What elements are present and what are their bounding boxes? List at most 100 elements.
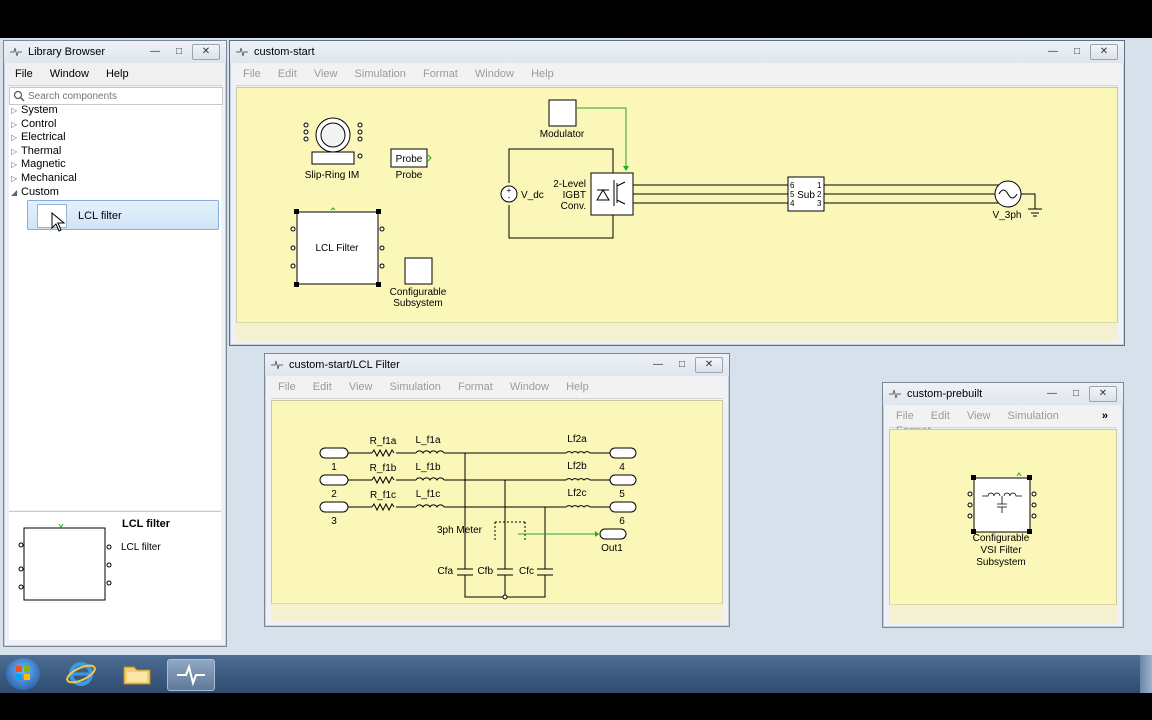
menu-edit[interactable]: Edit [277, 68, 297, 80]
port-6[interactable] [609, 501, 637, 513]
slip-ring-im-block[interactable] [303, 117, 363, 165]
expand-arrow-icon[interactable]: ▷ [11, 119, 18, 129]
menu-file[interactable]: File [278, 381, 296, 393]
cfa-label: Cfa [437, 566, 453, 577]
slip-ring-label: Slip-Ring IM [305, 170, 359, 181]
port-4[interactable] [609, 447, 637, 459]
port-out1[interactable] [599, 528, 627, 540]
maximize-button[interactable]: □ [678, 359, 686, 370]
mouse-cursor-icon [51, 212, 65, 232]
plecs-icon[interactable] [167, 659, 215, 691]
port-2[interactable] [319, 474, 349, 486]
menu-simulation[interactable]: Simulation [1007, 410, 1059, 422]
expand-arrow-icon[interactable]: ▷ [11, 146, 18, 156]
library-titlebar[interactable]: Library Browser —□✕ [4, 41, 226, 63]
prebuilt-titlebar[interactable]: custom-prebuilt —□✕ [883, 383, 1123, 405]
menu-window[interactable]: Window [509, 381, 549, 393]
port-out-label-4: 4 [619, 462, 625, 473]
tree-item-label: LCL filter [78, 210, 122, 222]
probe-block[interactable] [390, 148, 432, 168]
svg-text:-: - [508, 193, 511, 202]
maximize-button[interactable]: □ [1072, 388, 1080, 399]
port-in-label-1: 1 [331, 462, 337, 473]
internet-explorer-icon[interactable] [59, 659, 103, 689]
menu-simulation[interactable]: Simulation [354, 68, 406, 80]
lcl-canvas[interactable] [271, 400, 723, 604]
menu-overflow-button[interactable]: » [1101, 410, 1108, 422]
port-1[interactable] [319, 447, 349, 459]
menu-help[interactable]: Help [105, 68, 129, 80]
status-bar [236, 322, 1118, 341]
dc-source-icon[interactable] [500, 185, 518, 203]
lf2a-label: Lf2a [567, 434, 587, 445]
minimize-button[interactable]: — [150, 46, 160, 57]
meter-label: 3ph Meter [437, 525, 483, 536]
close-button[interactable]: ✕ [192, 44, 220, 60]
file-explorer-icon[interactable] [115, 659, 159, 689]
close-button[interactable]: ✕ [695, 357, 723, 373]
close-button[interactable]: ✕ [1090, 44, 1118, 60]
tree-item-control[interactable]: ▷Control [11, 117, 57, 130]
menu-edit[interactable]: Edit [312, 381, 332, 393]
minimize-button[interactable]: — [1048, 46, 1058, 57]
menu-window[interactable]: Window [49, 68, 89, 80]
menu-help[interactable]: Help [566, 381, 589, 393]
expand-arrow-icon[interactable]: ▷ [11, 173, 18, 183]
menu-simulation[interactable]: Simulation [389, 381, 441, 393]
menu-view[interactable]: View [313, 68, 338, 80]
menu-file[interactable]: File [896, 410, 914, 422]
lcl-schematic: 1 2 3 4 5 6 R_f1a R_f1b R_f1c L_f1a L_f1… [319, 434, 637, 600]
menu-format[interactable]: Format [422, 68, 458, 80]
menu-edit[interactable]: Edit [930, 410, 950, 422]
collapse-arrow-icon[interactable]: ◢ [11, 187, 18, 197]
ac-source-icon[interactable] [994, 180, 1042, 217]
expand-arrow-icon[interactable]: ▷ [11, 133, 18, 143]
port-out-label-6: 6 [619, 516, 625, 527]
close-button[interactable]: ✕ [1089, 386, 1117, 402]
menu-view[interactable]: View [966, 410, 991, 422]
expand-arrow-icon[interactable]: ▷ [11, 106, 18, 115]
tree-item-thermal[interactable]: ▷Thermal [11, 144, 62, 157]
port-out-label-5: 5 [619, 489, 625, 500]
tree-item-mechanical[interactable]: ▷Mechanical [11, 171, 77, 184]
conv-label-1: 2-Level [553, 179, 586, 190]
menu-help[interactable]: Help [531, 68, 554, 80]
search-input[interactable] [28, 88, 216, 103]
minimize-button[interactable]: — [1047, 388, 1057, 399]
menu-format[interactable]: Format [457, 381, 493, 393]
sub-block[interactable] [787, 176, 825, 212]
tree-item-electrical[interactable]: ▷Electrical [11, 131, 66, 144]
main-titlebar[interactable]: custom-start —□✕ [230, 41, 1124, 63]
configurable-subsystem-block[interactable] [404, 257, 433, 285]
igbt-converter-block[interactable] [590, 172, 634, 216]
expand-arrow-icon[interactable]: ▷ [11, 160, 18, 170]
windows-start-icon[interactable] [6, 658, 40, 690]
tree-item-magnetic[interactable]: ▷Magnetic [11, 158, 66, 171]
maximize-button[interactable]: □ [1073, 46, 1081, 57]
app-icon [10, 47, 22, 57]
out1-label: Out1 [601, 543, 623, 554]
tree-item-system[interactable]: ▷System [11, 104, 58, 116]
window-title: custom-start/LCL Filter [289, 359, 400, 371]
menu-file[interactable]: File [243, 68, 261, 80]
port-3[interactable] [319, 501, 349, 513]
port-in-label-3: 3 [331, 516, 337, 527]
minimize-button[interactable]: — [653, 359, 663, 370]
tree-item-custom[interactable]: ◢Custom [11, 185, 59, 198]
maximize-button[interactable]: □ [175, 46, 183, 57]
schematic-canvas[interactable] [236, 87, 1118, 323]
probe-label: Probe [396, 170, 423, 181]
main-schematic: Slip-Ring IM Probe Probe LCL Filter Conf… [290, 99, 1042, 309]
search-box[interactable] [9, 87, 223, 105]
modulator-block[interactable] [548, 99, 577, 127]
taskbar [0, 655, 1152, 693]
vsi-filter-block[interactable] [964, 470, 1044, 540]
port-5[interactable] [609, 474, 637, 486]
menu-window[interactable]: Window [474, 68, 514, 80]
lcl-filter-block[interactable] [290, 207, 385, 287]
menu-file[interactable]: File [15, 68, 33, 80]
show-desktop-button[interactable] [1140, 655, 1152, 693]
menu-view[interactable]: View [348, 381, 373, 393]
lcl-titlebar[interactable]: custom-start/LCL Filter — □ ✕ [265, 354, 729, 376]
conv-label-2: IGBT [563, 190, 586, 201]
